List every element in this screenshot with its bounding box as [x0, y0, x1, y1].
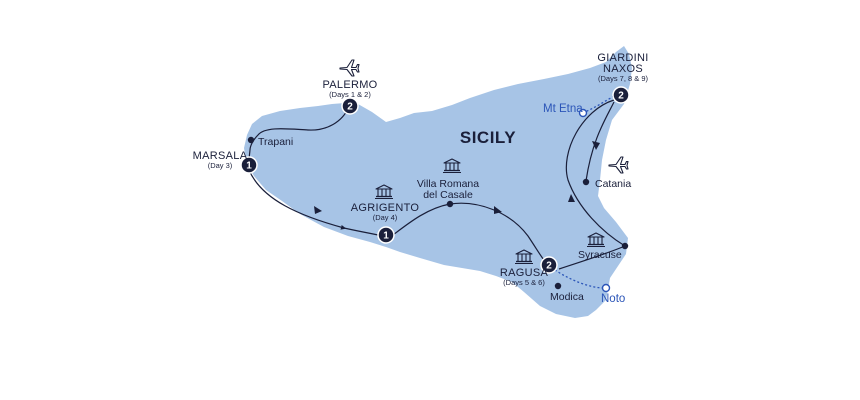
modica-dot [554, 282, 562, 290]
stop-name: MARSALA [193, 150, 248, 162]
syracuse-dot [621, 242, 629, 250]
stop-marker-palermo: 2 [341, 97, 359, 115]
stop-number: 2 [546, 261, 552, 272]
mt-etna-marker [578, 108, 588, 118]
place-label-modica: Modica [550, 291, 584, 303]
trapani-dot [247, 136, 255, 144]
place-label-syracuse: Syracuse [578, 249, 622, 261]
etna-excursion [584, 95, 615, 113]
villa-dot [446, 200, 454, 208]
stop-marker-ragusa: 2 [540, 256, 558, 274]
stop-number: 2 [347, 102, 353, 113]
plane-icon [608, 156, 629, 174]
stop-marker-giardini-naxos: 2 [612, 86, 630, 104]
island-name: SICILY [460, 128, 516, 147]
stop-name: RAGUSA [500, 267, 549, 279]
route-arrow [568, 194, 575, 202]
stop-days: (Day 4) [373, 213, 398, 222]
stop-number: 1 [383, 231, 389, 242]
route-arrow [592, 141, 600, 150]
stop-number: 1 [246, 161, 252, 172]
stop-days: (Day 3) [208, 161, 233, 170]
catania-dot [582, 178, 590, 186]
route-arrows [314, 141, 600, 214]
stop-marker-agrigento: 1 [377, 226, 395, 244]
route-arrow [494, 206, 502, 214]
noto-marker [601, 283, 611, 293]
stop-days: (Days 5 & 6) [503, 278, 545, 287]
stop-name: AGRIGENTO [351, 202, 420, 214]
plane-icon [339, 59, 360, 77]
stop-days: (Days 7, 8 & 9) [598, 74, 649, 83]
catania-route [585, 101, 615, 182]
excursion-label-mt-etna: Mt Etna [543, 103, 583, 115]
main-route [248, 99, 626, 270]
place-label-trapani: Trapani [258, 136, 293, 148]
sicily-landmass [244, 46, 632, 318]
stop-name-line2: NAXOS [603, 63, 643, 75]
noto-excursion [554, 269, 605, 289]
stop-name: PALERMO [322, 79, 377, 91]
excursion-label-noto: Noto [601, 293, 625, 305]
stop-name: GIARDINI [597, 52, 648, 64]
place-label-villa-line2: del Casale [423, 189, 473, 201]
stop-marker-marsala: 1 [240, 156, 258, 174]
route-arrow [314, 206, 322, 214]
place-label-catania: Catania [595, 178, 631, 190]
stop-number: 2 [618, 91, 624, 102]
place-label-villa: Villa Romana [417, 178, 479, 190]
stop-days: (Days 1 & 2) [329, 90, 371, 99]
excursion-routes [554, 95, 615, 289]
